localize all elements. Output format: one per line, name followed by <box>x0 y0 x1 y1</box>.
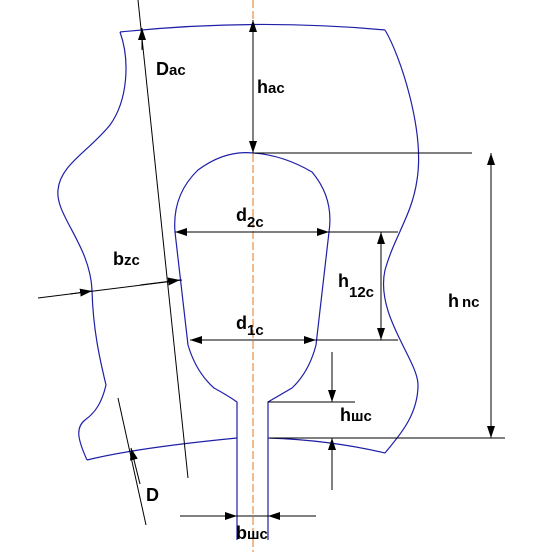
label-b-shc-sub: шс <box>247 526 268 543</box>
label-d-2c: d2c <box>236 205 264 230</box>
label-h-12c-main: h <box>338 271 349 291</box>
label-d-1c-sub: 1c <box>247 322 264 339</box>
ext-line-dac <box>137 0 189 479</box>
label-d-1c: d1c <box>236 313 264 338</box>
label-d-ac: Dac <box>156 60 186 79</box>
label-d-main: D <box>146 485 159 505</box>
label-h-shc: hшс <box>340 406 372 425</box>
label-h-ac-sub: ac <box>268 80 285 97</box>
label-b-zc-sub: zc <box>124 252 140 269</box>
label-d: D <box>146 486 159 505</box>
stator-bore-arc-right <box>267 437 386 454</box>
label-d-2c-sub: 2c <box>247 214 264 231</box>
label-h-shc-sub: шс <box>351 408 372 425</box>
ext-line-d <box>117 397 147 526</box>
label-h-shc-main: h <box>340 405 351 425</box>
dim-d <box>130 447 141 485</box>
label-d-1c-main: d <box>236 313 247 333</box>
label-h-ac-main: h <box>257 77 268 97</box>
label-b-zc: bzc <box>113 250 140 269</box>
dim-b-zc-right-arrow <box>139 277 181 286</box>
label-d-2c-main: d <box>236 205 247 225</box>
label-h-nc-main: h <box>448 291 459 311</box>
label-h-12c-sub: 12c <box>349 284 375 301</box>
label-d-ac-sub: ac <box>169 62 186 79</box>
stator-right-break-line <box>382 29 420 454</box>
label-h-ac: hac <box>257 78 285 97</box>
stator-left-break-line <box>57 31 127 461</box>
stator-bore-arc <box>86 437 238 461</box>
label-h-nc-sub: nc <box>462 294 480 311</box>
label-b-shc-main: b <box>236 523 247 543</box>
label-b-zc-main: b <box>113 249 124 269</box>
label-b-shc: bшс <box>236 524 268 543</box>
label-d-ac-main: D <box>156 59 169 79</box>
label-h-12c: h12c <box>338 271 374 300</box>
dim-b-zc-left-arrow <box>69 288 93 297</box>
